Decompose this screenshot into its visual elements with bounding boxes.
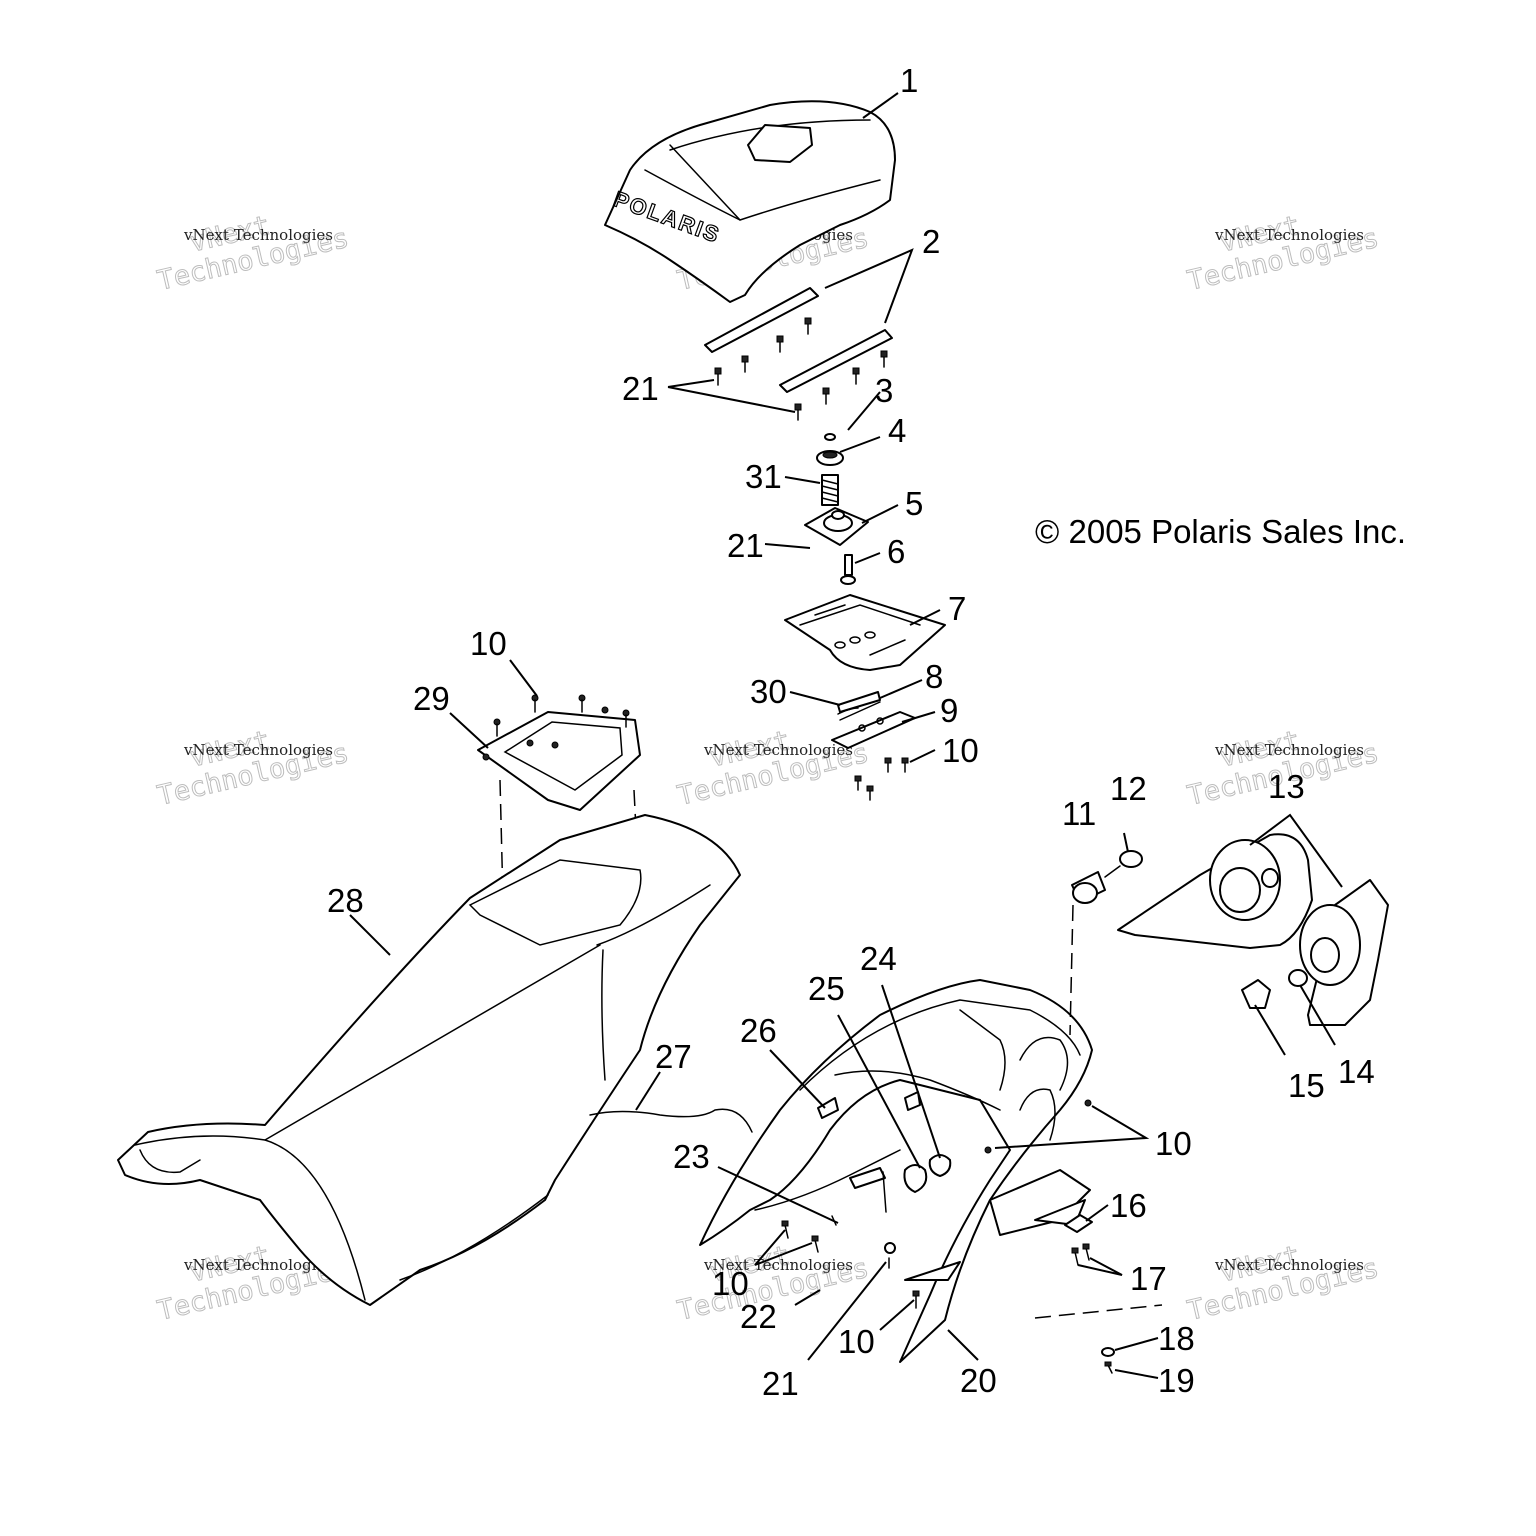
part-latch-plate	[831, 691, 916, 801]
watermark-small-9: vNext Technologies	[1214, 1256, 1364, 1274]
callout-1: 1	[900, 62, 918, 99]
part-light-socket	[1071, 850, 1143, 904]
callout-5: 5	[905, 485, 923, 522]
callout-25: 25	[808, 970, 845, 1007]
callout-26: 26	[740, 1012, 777, 1049]
socket-alignment-line	[1069, 904, 1074, 1036]
callout-10e: 10	[712, 1265, 749, 1302]
callout-21a: 21	[622, 370, 659, 407]
copyright-text: © 2005 Polaris Sales Inc.	[1035, 513, 1406, 550]
callout-2: 2	[922, 223, 940, 260]
part-passenger-seat: POLARIS	[604, 100, 896, 303]
callout-29: 29	[413, 680, 450, 717]
callout-19: 19	[1158, 1362, 1195, 1399]
watermark-group-1: vNext Technologies	[154, 210, 352, 298]
callout-6: 6	[887, 533, 905, 570]
callout-21b: 21	[727, 527, 764, 564]
callout-17: 17	[1130, 1260, 1167, 1297]
callout-10d: 10	[838, 1323, 875, 1360]
watermark-small-6: vNext Technologies	[1214, 741, 1364, 759]
callout-3: 3	[875, 372, 893, 409]
part-latch-stack	[804, 433, 869, 585]
callout-18: 18	[1158, 1320, 1195, 1357]
callout-9: 9	[940, 692, 958, 729]
callout-12: 12	[1110, 770, 1147, 807]
callout-10c: 10	[1155, 1125, 1192, 1162]
callout-labels: 1 2 21 3 4 31 5 21 6 7 30 8 9 10 10 29 2…	[327, 62, 1375, 1402]
part-main-seat	[117, 814, 741, 1306]
part-tail-light	[1117, 833, 1389, 1026]
callout-16: 16	[1110, 1187, 1147, 1224]
callout-13: 13	[1268, 768, 1305, 805]
part-cable	[589, 1108, 753, 1133]
part-seat-rails	[704, 287, 893, 393]
watermark-group-4: vNext Technologies	[154, 725, 352, 813]
callout-23: 23	[673, 1138, 710, 1175]
watermark-small-8: vNext Technologies	[703, 1256, 853, 1274]
callout-21c: 21	[762, 1365, 799, 1402]
watermark-group-5: vNext Technologies	[674, 725, 872, 813]
part-small-brackets	[781, 1091, 1092, 1309]
part-seat-bezel	[477, 694, 641, 811]
callout-10b: 10	[470, 625, 507, 662]
callout-22: 22	[740, 1298, 777, 1335]
watermark-small-3: vNext Technologies	[1214, 226, 1364, 244]
callout-31: 31	[745, 458, 782, 495]
part-latch-housing	[784, 594, 946, 671]
leader-lines	[349, 92, 1343, 1379]
part-hardware-right	[1034, 1214, 1163, 1374]
callout-28: 28	[327, 882, 364, 919]
callout-11: 11	[1062, 795, 1096, 832]
callout-14: 14	[1338, 1053, 1375, 1090]
watermark-small-5: vNext Technologies	[703, 741, 853, 759]
watermark-small-4: vNext Technologies	[183, 741, 333, 759]
callout-15: 15	[1288, 1067, 1325, 1104]
callout-24: 24	[860, 940, 897, 977]
callout-30: 30	[750, 673, 787, 710]
callout-7: 7	[948, 590, 966, 627]
watermark-group-9: vNext Technologies	[1184, 1240, 1382, 1328]
watermark-small-1: vNext Technologies	[183, 226, 333, 244]
callout-8: 8	[925, 658, 943, 695]
watermark-small-7: vNext Technologies	[183, 1256, 333, 1274]
watermark-group-3: vNext Technologies	[1184, 210, 1382, 298]
callout-20: 20	[960, 1362, 997, 1399]
callout-10a: 10	[942, 732, 979, 769]
callout-4: 4	[888, 412, 906, 449]
part-rail-screws	[714, 317, 888, 421]
part-rear-cowl	[699, 979, 1093, 1363]
callout-27: 27	[655, 1038, 692, 1075]
